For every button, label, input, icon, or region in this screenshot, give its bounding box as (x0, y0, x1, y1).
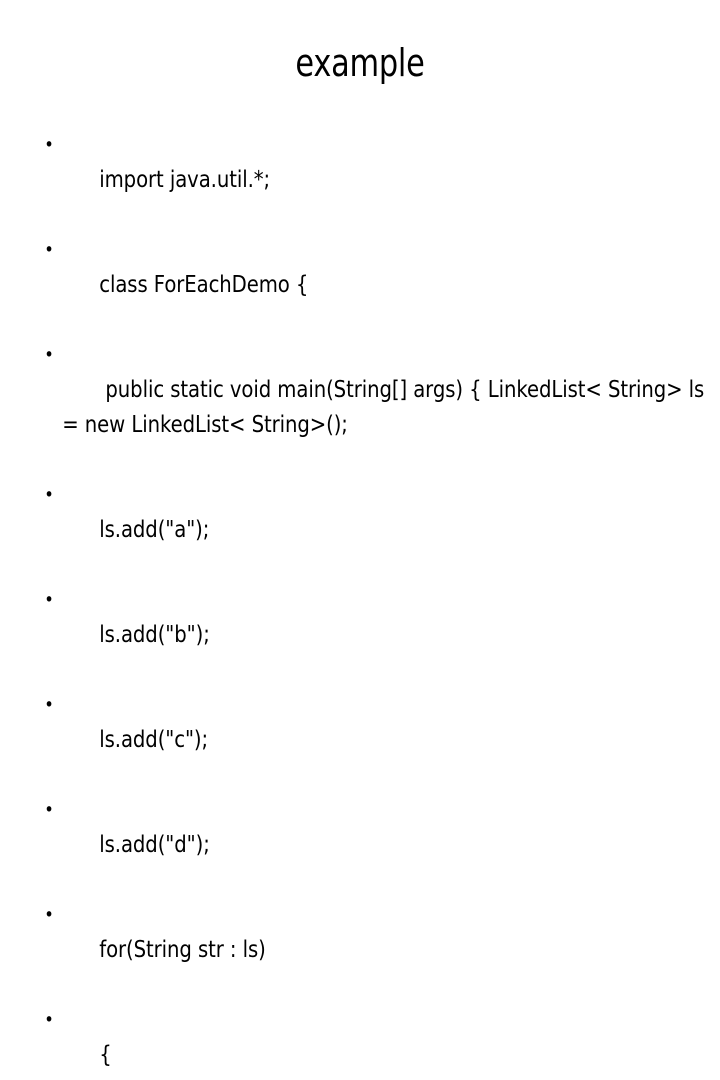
page-title: example (295, 41, 425, 85)
list-item: { (40, 1003, 720, 1080)
list-item-text: ls.add("d"); (99, 832, 210, 858)
slide-canvas: example import java.util.*; class ForEac… (0, 0, 720, 540)
list-item: class ForEachDemo { (40, 233, 720, 338)
list-item-text: ls.add("a"); (99, 517, 210, 543)
list-item: ls.add("a"); (40, 478, 720, 583)
list-item-text: public static void main(String[] args) {… (62, 377, 711, 438)
list-item-text: class ForEachDemo { (99, 272, 309, 298)
list-item-text: for(String str : ls) (99, 937, 266, 963)
list-item-text: { (99, 1042, 112, 1068)
list-item: public static void main(String[] args) {… (40, 338, 720, 478)
list-item-text: import java.util.*; (99, 167, 271, 193)
list-item-text: ls.add("c"); (99, 727, 209, 753)
list-item: import java.util.*; (40, 128, 720, 233)
list-item: ls.add("b"); (40, 583, 720, 688)
list-item: ls.add("d"); (40, 793, 720, 898)
list-item: ls.add("c"); (40, 688, 720, 793)
list-item: for(String str : ls) (40, 898, 720, 1003)
bullet-list: import java.util.*; class ForEachDemo { … (40, 128, 704, 1080)
list-item-text: ls.add("b"); (99, 622, 210, 648)
